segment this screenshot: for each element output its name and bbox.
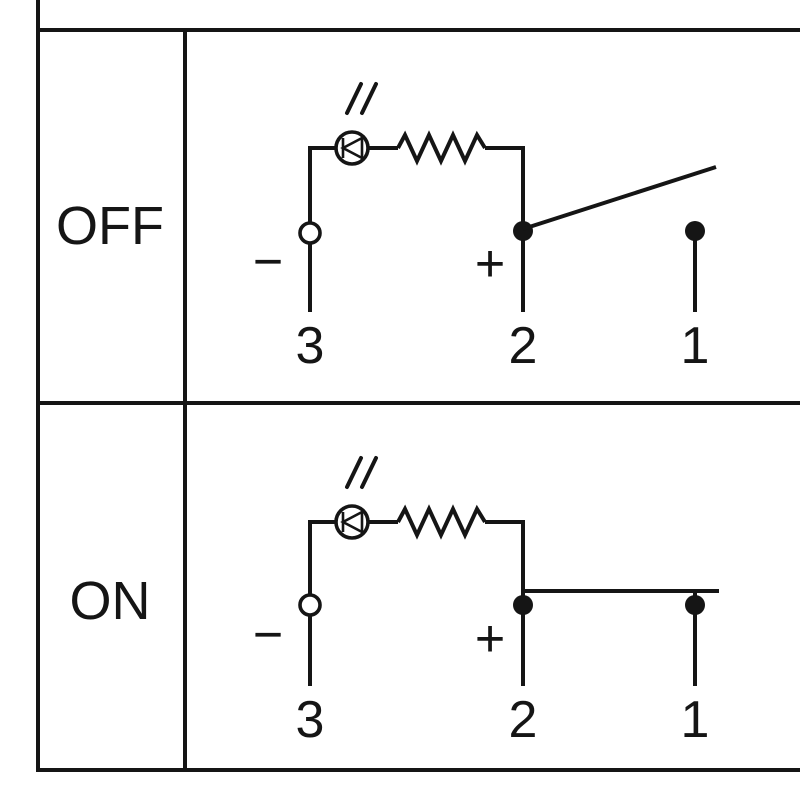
state-label-on: ON — [70, 571, 151, 631]
switch-lever-open — [522, 165, 717, 231]
terminal-1-label: 1 — [681, 317, 710, 375]
polarity-plus-label: + — [475, 610, 505, 668]
terminal-3-contact — [298, 221, 322, 245]
light-ray-line — [345, 82, 363, 115]
terminal-2-label: 2 — [509, 691, 538, 749]
diode-triangle — [340, 509, 364, 535]
row-off: OFF — [56, 82, 717, 375]
resistor-symbol — [396, 130, 487, 166]
lamp-symbol — [334, 504, 370, 540]
polarity-minus-label: − — [253, 233, 283, 291]
terminal-3-label: 3 — [296, 317, 325, 375]
terminal-1-label: 1 — [681, 691, 710, 749]
diode-triangle — [340, 135, 364, 161]
table-grid — [36, 0, 800, 772]
light-ray-line — [360, 82, 378, 115]
polarity-minus-label: − — [253, 606, 283, 664]
resistor-symbol — [396, 504, 487, 540]
light-ray-line — [345, 456, 363, 489]
terminal-3-contact — [298, 593, 322, 617]
light-ray-line — [360, 456, 378, 489]
terminal-3-label: 3 — [296, 691, 325, 749]
state-label-off: OFF — [56, 196, 164, 256]
terminal-2-label: 2 — [509, 317, 538, 375]
polarity-plus-label: + — [475, 235, 505, 293]
lamp-symbol — [334, 130, 370, 166]
light-rays-icon — [345, 82, 378, 115]
row-on: ON — [70, 456, 719, 749]
light-rays-icon — [345, 456, 378, 489]
